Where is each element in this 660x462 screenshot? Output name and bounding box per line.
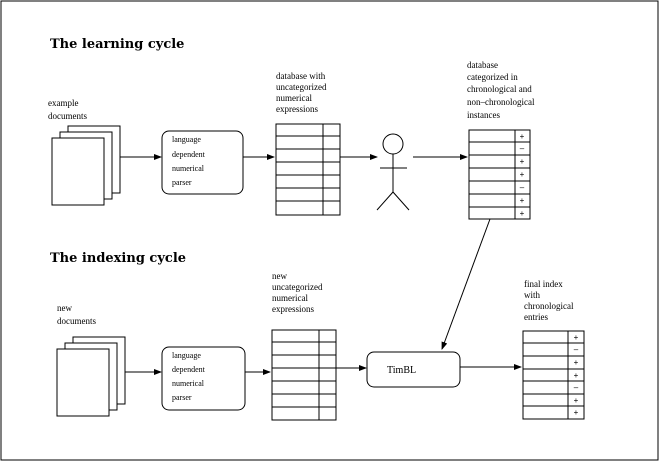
final-sign-5: – [574, 383, 579, 392]
new-database-label: new uncategorized numerical expressions [272, 271, 325, 314]
new-documents-label: new documents [57, 303, 96, 326]
final-sign-6: + [574, 396, 579, 405]
final-sign-7: + [574, 408, 579, 417]
sign-5: – [520, 183, 525, 192]
timbl-box [366, 351, 461, 388]
sign-3: + [520, 157, 525, 166]
arrow-categorized-to-timbl [441, 218, 491, 350]
final-sign-4: + [574, 371, 579, 380]
final-sign-3: + [574, 358, 579, 367]
sign-6: + [520, 196, 525, 205]
new-database-table [271, 329, 337, 421]
example-documents-stack [51, 125, 121, 206]
final-index-table [522, 330, 585, 420]
categorized-signs: + – + + – + + [520, 132, 525, 218]
final-sign-1: + [574, 333, 579, 342]
database-uncategorized-table [275, 123, 341, 216]
database-categorized-label: database categorized in chronological an… [467, 60, 537, 120]
final-index-signs: + – + + – + + [574, 333, 579, 417]
final-index-label: final index with chronological entries [524, 279, 576, 322]
sign-4: + [520, 170, 525, 179]
timbl-label: TimBL [387, 365, 416, 376]
indexing-cycle-title: The indexing cycle [50, 251, 186, 266]
learning-parser-box [161, 130, 244, 195]
indexing-parser-box [161, 346, 246, 411]
indexing-parser-label: language dependent numerical parser [172, 351, 207, 402]
human-annotator-icon [376, 133, 410, 211]
sign-7: + [520, 209, 525, 218]
database-uncategorized-label: database with uncategorized numerical ex… [276, 71, 329, 114]
final-sign-2: – [574, 345, 579, 354]
example-documents-label: example documents [48, 98, 87, 121]
new-documents-stack [56, 336, 126, 417]
learning-cycle-title: The learning cycle [50, 37, 184, 52]
sign-2: – [520, 144, 525, 153]
sign-1: + [520, 132, 525, 141]
learning-parser-label: language dependent numerical parser [172, 135, 207, 187]
database-categorized-table [468, 129, 531, 220]
